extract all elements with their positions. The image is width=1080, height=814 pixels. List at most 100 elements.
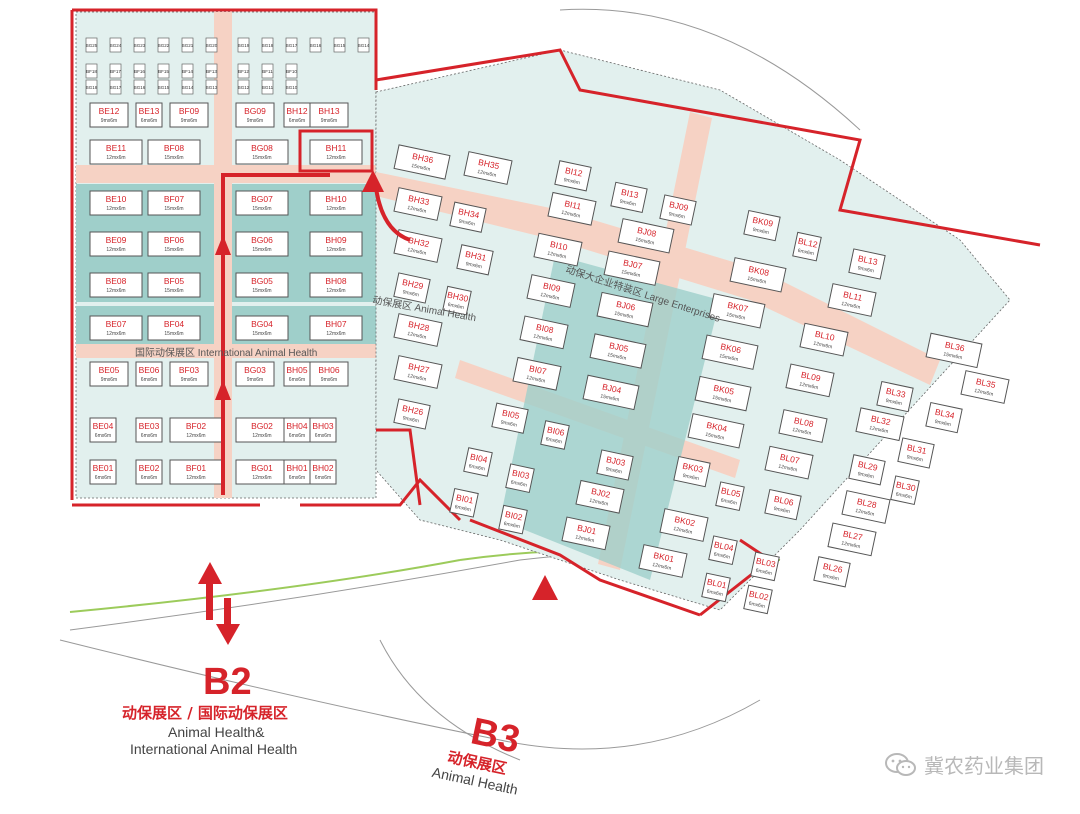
mini-booth[interactable]: BF10 xyxy=(285,63,297,79)
mini-booth[interactable]: BG16 xyxy=(309,37,322,53)
mini-booth[interactable]: BF16 xyxy=(133,63,145,79)
mini-booth[interactable]: BG10 xyxy=(285,79,298,95)
mini-booth[interactable]: BG14 xyxy=(357,37,370,53)
mini-booth[interactable]: BG20 xyxy=(205,37,218,53)
mini-booth[interactable]: BG14 xyxy=(181,79,194,95)
mini-booth[interactable]: BF18 xyxy=(85,63,97,79)
mini-booth[interactable]: BG11 xyxy=(261,79,274,95)
mini-booth[interactable]: BG15 xyxy=(333,37,346,53)
mini-booth[interactable]: BG15 xyxy=(157,79,170,95)
mini-booth[interactable]: BG22 xyxy=(157,37,170,53)
mini-booth[interactable]: BG18 xyxy=(261,37,274,53)
mini-booth[interactable]: BG18 xyxy=(85,79,98,95)
mini-booth[interactable]: BF12 xyxy=(237,63,249,79)
mini-booth[interactable]: BG24 xyxy=(109,37,122,53)
mini-booth[interactable]: BG23 xyxy=(133,37,146,53)
mini-booth[interactable]: BG19 xyxy=(237,37,250,53)
mini-booth[interactable]: BG17 xyxy=(285,37,298,53)
